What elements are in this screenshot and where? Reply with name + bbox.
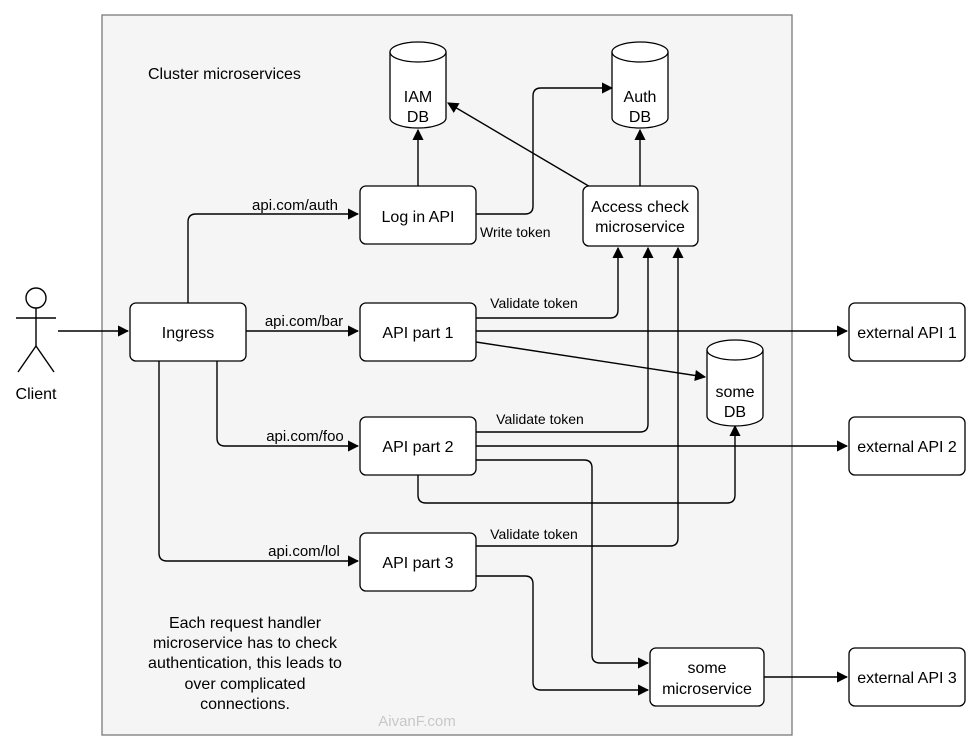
cluster-title: Cluster microservices [148, 66, 301, 83]
explanation-note: Each request handler microservice has to… [148, 615, 342, 713]
database-icon [706, 350, 764, 427]
edge-api2-somemicro [476, 459, 650, 669]
database-icon [389, 52, 447, 129]
external-api-1-node: external API 1 [848, 302, 966, 362]
some-db-label-line1: some [715, 384, 754, 401]
edge-api1-access [476, 246, 624, 319]
api-part-2-label: API part 2 [382, 439, 453, 456]
login-api-node: Log in API [359, 185, 477, 245]
edge-ingress-api2 [216, 361, 360, 452]
access-check-node: Access check microservice [582, 185, 699, 247]
iam-db: IAM DB [389, 41, 447, 129]
label-route-bar: api.com/bar [265, 313, 343, 330]
login-api-label: Log in API [382, 209, 455, 226]
external-api-1-label: external API 1 [857, 325, 957, 342]
note-line-1: Each request handler [169, 615, 322, 632]
iam-db-label-line2: DB [407, 109, 429, 126]
note-line-2: microservice has to check [153, 635, 338, 652]
label-validate-token-2: Validate token [496, 411, 584, 427]
note-line-4: over complicated [185, 676, 306, 693]
access-check-label-line2: microservice [595, 219, 685, 236]
api-part-1-label: API part 1 [382, 325, 453, 342]
auth-db-label-line1: Auth [624, 89, 657, 106]
label-route-foo: api.com/foo [266, 428, 344, 445]
label-write-token: Write token [480, 224, 551, 240]
edge-api3-somemicro [476, 575, 650, 696]
edge-ingress-api3 [158, 361, 360, 567]
client-label: Client [16, 386, 57, 403]
edge-api2-access [476, 246, 654, 433]
access-check-label-line1: Access check [591, 199, 690, 216]
edge-api3-access [476, 246, 684, 547]
edge-api2-somedb [417, 424, 741, 504]
some-microservice-label-line1: some [687, 660, 726, 677]
external-api-2-label: external API 2 [857, 439, 957, 456]
edge-access-iamdb [447, 102, 593, 189]
some-microservice-node: some microservice [649, 647, 765, 707]
external-api-2-node: external API 2 [848, 416, 966, 476]
api-part-3-node: API part 3 [359, 532, 477, 592]
edge-ingress-login [187, 208, 360, 303]
external-api-3-node: external API 3 [848, 647, 966, 707]
external-api-3-label: external API 3 [857, 670, 957, 687]
watermark: AivanF.com [378, 713, 456, 730]
iam-db-label-line1: IAM [404, 89, 432, 106]
database-icon [611, 52, 669, 129]
label-validate-token-1: Validate token [490, 295, 578, 311]
label-route-auth: api.com/auth [252, 197, 338, 214]
some-db-label-line2: DB [724, 404, 746, 421]
some-microservice-label-line2: microservice [662, 681, 752, 698]
label-route-lol: api.com/lol [268, 543, 340, 560]
edge-labels: api.com/auth api.com/bar api.com/foo api… [252, 197, 584, 560]
note-line-3: authentication, this leads to [148, 655, 342, 672]
ingress-node: Ingress [129, 302, 247, 362]
api-part-1-node: API part 1 [359, 302, 477, 362]
stick-figure-icon [16, 287, 56, 373]
auth-db-label-line2: DB [629, 109, 651, 126]
edge-login-authdb [476, 82, 614, 215]
note-line-5: connections. [200, 696, 290, 713]
ingress-label: Ingress [162, 325, 214, 342]
auth-db: Auth DB [611, 41, 669, 129]
edge-api1-somedb [475, 341, 707, 382]
api-part-3-label: API part 3 [382, 555, 453, 572]
api-part-2-node: API part 2 [359, 416, 477, 476]
label-validate-token-3: Validate token [490, 526, 578, 542]
some-db: some DB [706, 339, 764, 427]
client-actor: Client [16, 287, 57, 403]
edges [58, 82, 849, 696]
